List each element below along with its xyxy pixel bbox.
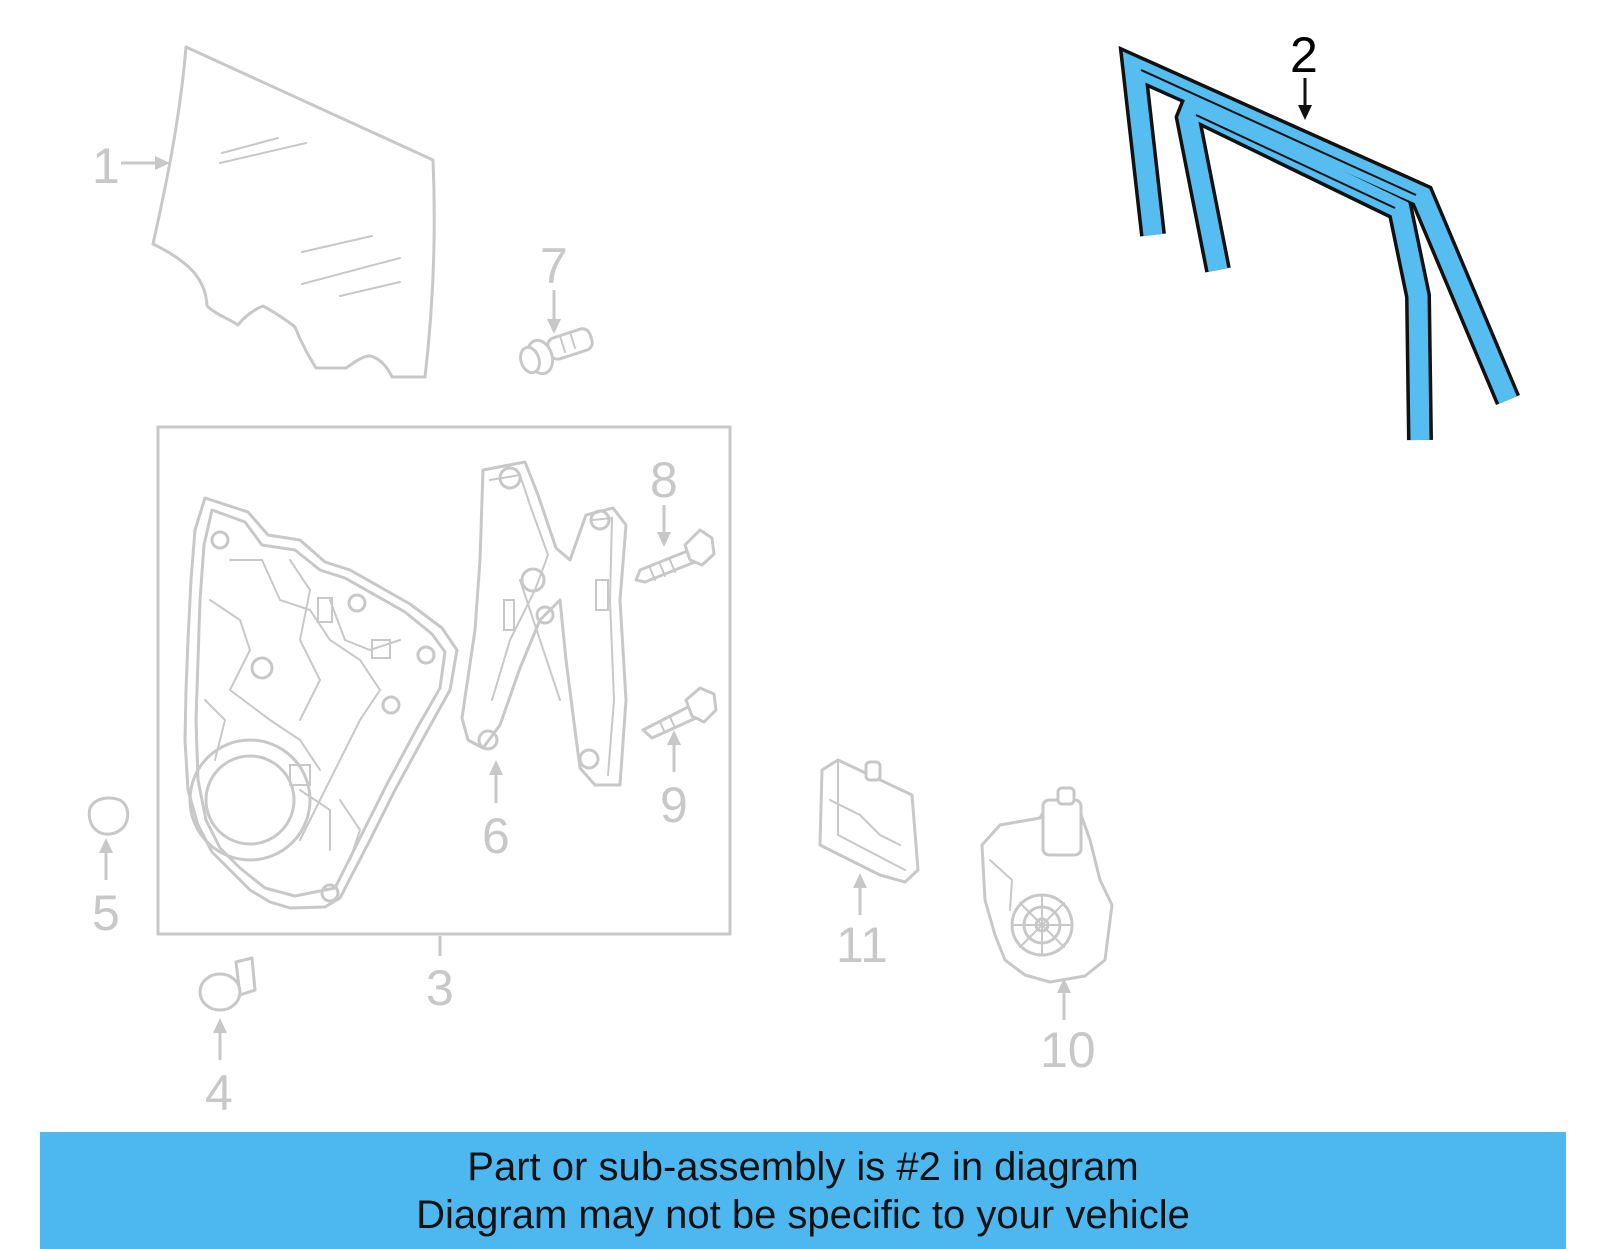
part-2-run-channel[interactable] [1118,45,1520,441]
banner-background [40,1132,1566,1249]
banner-line-2: Diagram may not be specific to your vehi… [416,1192,1190,1237]
callout-2-arrow [1298,78,1312,120]
part-6-regulator [460,460,628,787]
part-3-assembly-box [156,425,732,936]
part-4-clip [198,956,257,1012]
banner-line-1: Part or sub-assembly is #2 in diagram [467,1144,1139,1189]
callout-7-arrow [547,290,561,334]
callout-7-label: 7 [540,238,568,294]
callout-5-label: 5 [92,885,120,941]
part-5-plug [87,796,130,836]
callout-6-label: 6 [482,808,510,864]
callout-1-label: 1 [92,138,120,194]
callout-11-arrow [853,873,867,915]
callout-10-arrow [1057,978,1071,1020]
callout-9-label: 9 [660,777,688,833]
part-11-control-module [818,758,920,884]
callout-6-arrow [489,760,503,803]
part-9-bolt [641,686,718,740]
callout-8-label: 8 [650,452,678,508]
part-8-bolt [634,528,716,584]
callout-1-arrow [121,156,170,170]
info-banner: Part or sub-assembly is #2 in diagram Di… [40,1132,1566,1249]
part-7-screw [519,327,594,376]
callout-5-arrow [99,838,113,880]
callout-9-arrow [667,730,681,772]
callout-10-label: 10 [1040,1022,1096,1078]
callout-3-label: 3 [426,960,454,1016]
callout-4-label: 4 [205,1065,233,1121]
callout-8-arrow [657,505,671,547]
part-10-motor [980,786,1114,984]
callout-2-label: 2 [1290,27,1318,83]
part-1-glass [151,45,436,379]
callout-11-label: 11 [836,917,888,973]
part-3-door-module [183,496,459,910]
callout-4-arrow [213,1018,227,1060]
